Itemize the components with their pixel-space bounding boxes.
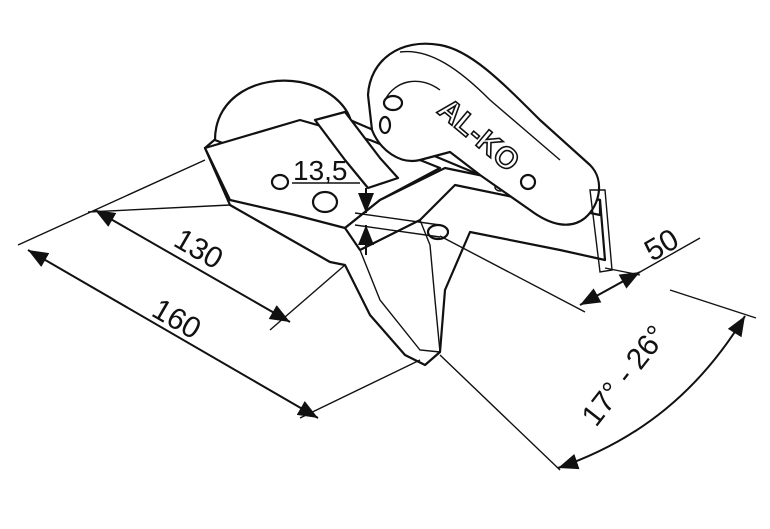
extension-13-5-bottom — [354, 224, 441, 238]
dimension-angle: 17° - 26° — [439, 289, 757, 471]
extension-13-5-top — [354, 212, 441, 226]
bolt-hole-2 — [311, 190, 339, 214]
coupling-illustration: AL-KO — [203, 42, 613, 367]
angle-extension-upper — [669, 289, 757, 319]
dimension-line-50 — [579, 271, 641, 306]
dimension-label-13-5: 13,5 — [293, 155, 348, 186]
lever-rivet — [519, 173, 537, 191]
lever-handle — [366, 42, 601, 226]
extension-line-160-left — [17, 159, 206, 246]
dimension-label-160: 160 — [147, 292, 207, 346]
dimension-label-50: 50 — [639, 223, 684, 268]
bolt-hole-1 — [270, 173, 290, 191]
dimension-label-130: 130 — [169, 222, 229, 276]
extension-line-130-right — [269, 264, 346, 331]
extension-line-50-near — [439, 235, 586, 313]
bracket-fold — [359, 219, 441, 353]
lever-ridge — [384, 50, 561, 161]
dimension-line-130 — [94, 209, 291, 323]
lever-pivot-hole — [382, 94, 404, 112]
angle-arc — [557, 315, 746, 470]
angle-extension-lower — [439, 354, 561, 471]
extension-line-160-right — [299, 359, 421, 419]
top-slot — [313, 110, 400, 190]
extension-line-130-left — [87, 204, 231, 213]
safety-pin — [378, 115, 392, 135]
dimension-line-160 — [27, 249, 319, 419]
dimension-13-5: 13,5 — [292, 155, 441, 255]
dimension-leader-50 — [639, 237, 701, 273]
